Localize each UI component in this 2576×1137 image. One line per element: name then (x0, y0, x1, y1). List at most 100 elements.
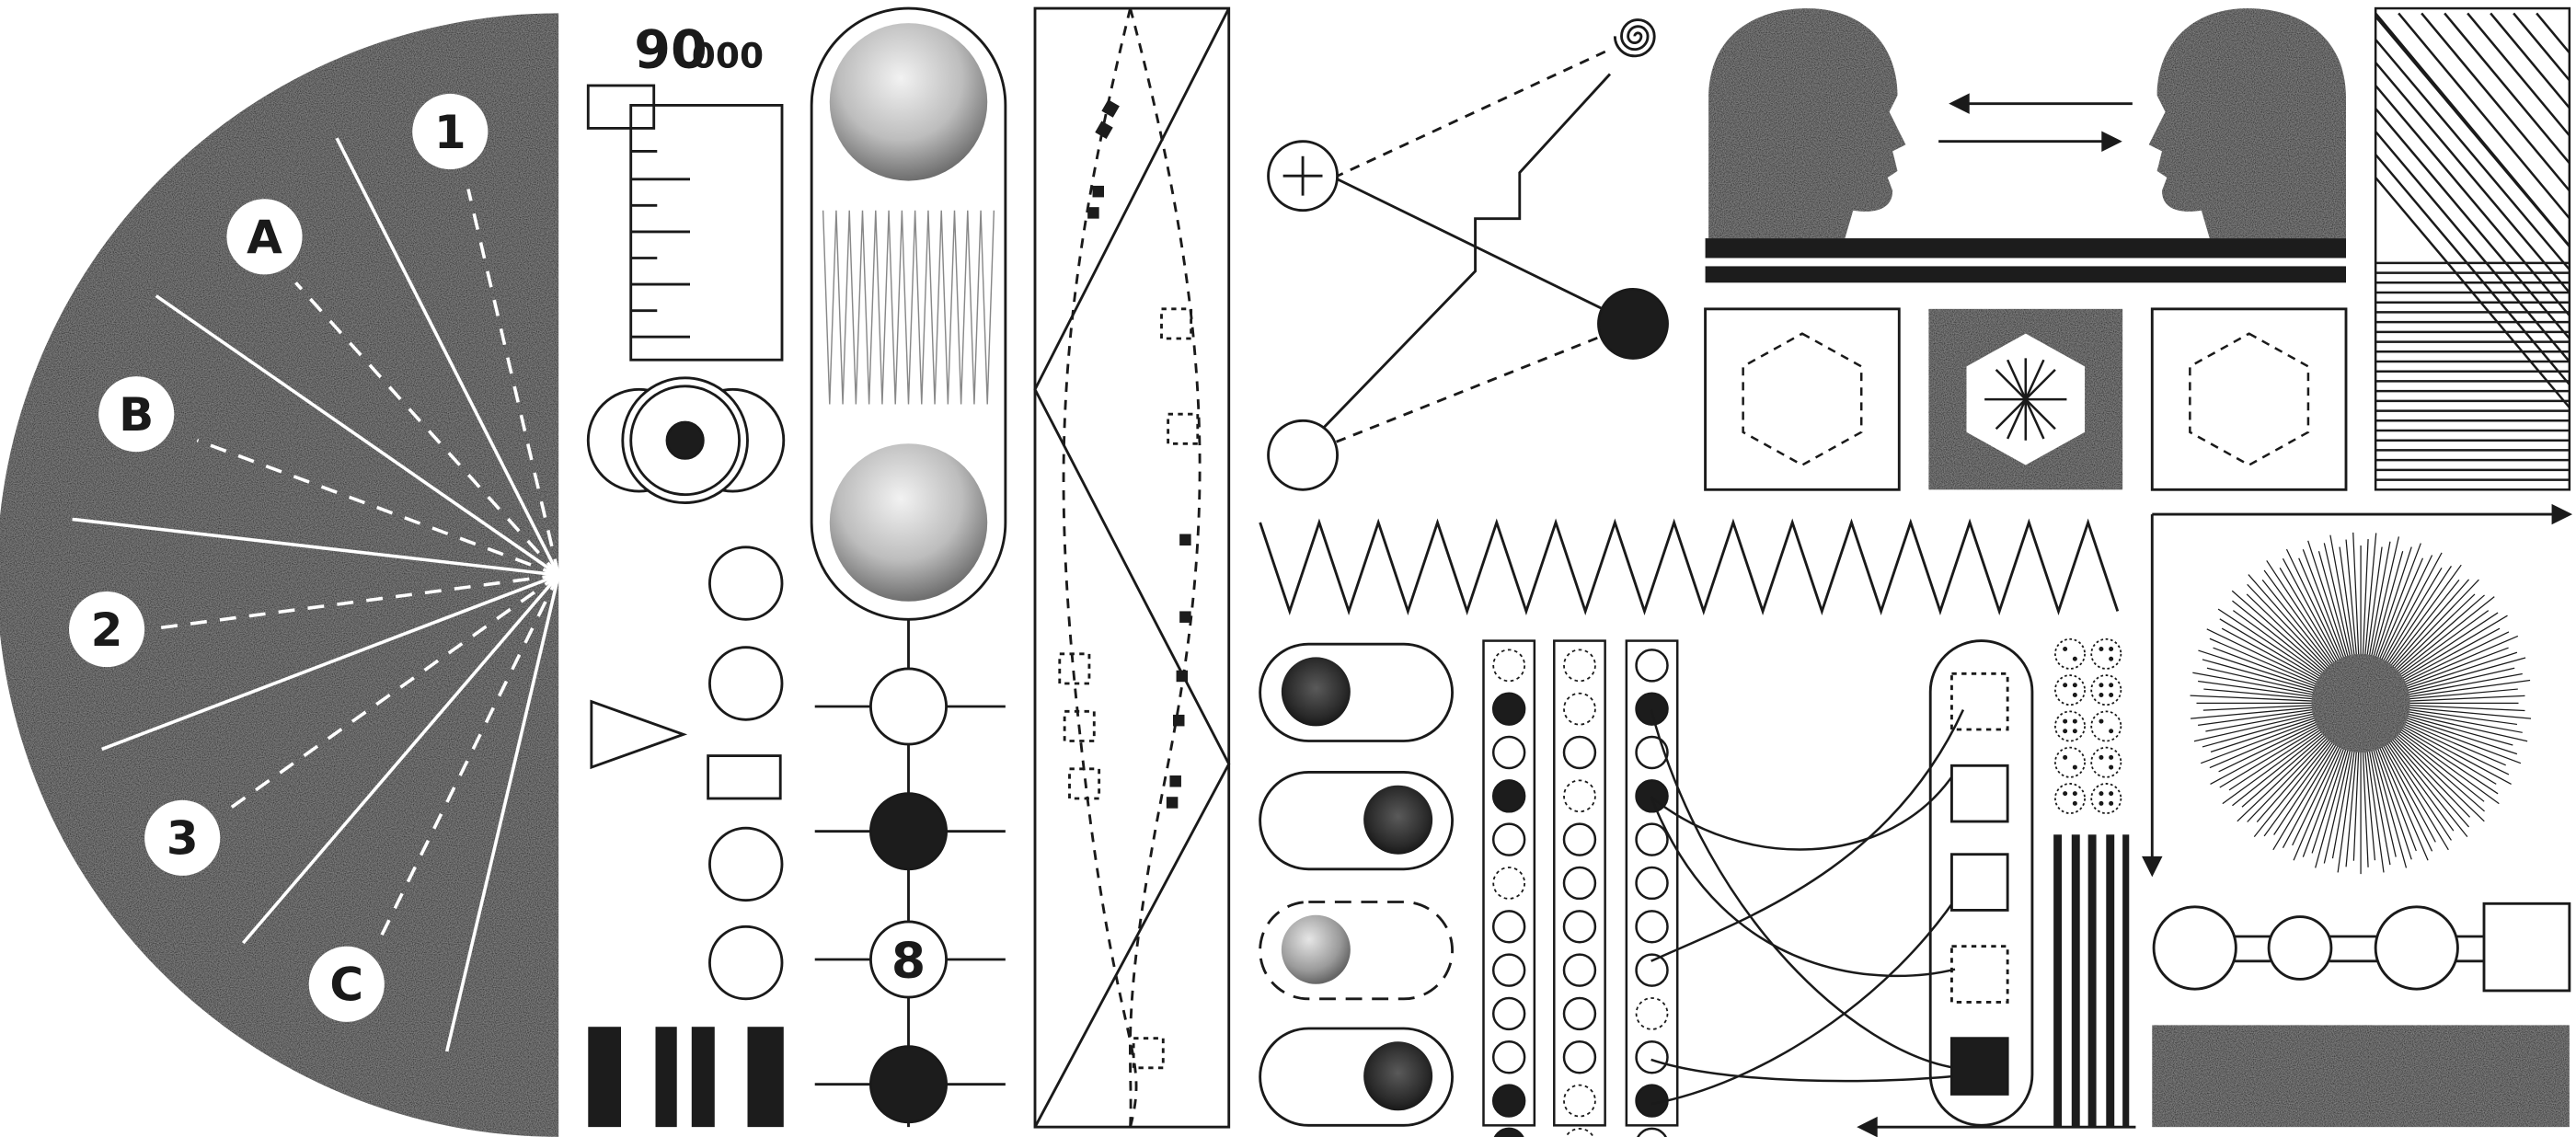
bead (1492, 649, 1526, 683)
die-dot (2109, 754, 2114, 760)
spiral-icon (1613, 18, 1656, 58)
hatch-diagonal (2513, 12, 2570, 82)
bead (1491, 735, 1526, 770)
bead (1635, 822, 1669, 856)
hexagon-tiles (1704, 307, 2348, 491)
die-dot (2109, 791, 2114, 797)
die-face (2090, 637, 2122, 670)
die-dot (2072, 693, 2077, 697)
die-face (2054, 710, 2086, 742)
bead (1491, 910, 1526, 944)
bead (1562, 910, 1597, 944)
fan-label-a: A (226, 199, 303, 275)
measuring-scale (586, 84, 784, 362)
die-dot (2072, 764, 2077, 770)
bead (1635, 649, 1669, 683)
exchange-arrows (1938, 93, 2133, 152)
bead (1491, 996, 1526, 1031)
bead (1562, 735, 1597, 770)
svg-text:000: 000 (692, 35, 764, 75)
bead (1563, 1084, 1596, 1118)
bead (1635, 997, 1669, 1030)
fan-label-2: 2 (69, 591, 145, 668)
head-right-icon (2148, 8, 2346, 239)
fan-label-b: B (98, 376, 175, 453)
hatch-diagonal (2375, 154, 2570, 385)
triangle-pointer (590, 699, 688, 770)
die-dot (2063, 647, 2068, 651)
hatch-diagonal (2398, 12, 2570, 220)
bead (1491, 822, 1526, 856)
die-dot (2063, 683, 2068, 688)
die-dot (2099, 718, 2104, 724)
bead (1637, 1127, 1667, 1137)
die-dot (2072, 683, 2077, 688)
die-dot (2109, 656, 2114, 661)
fan-dashed-rays (160, 189, 560, 944)
bead (1635, 735, 1669, 770)
die-face (2054, 674, 2086, 706)
die-face (2054, 746, 2086, 778)
die-dot (2072, 800, 2077, 806)
bead (1562, 953, 1597, 987)
hatch-diagonal (2375, 62, 2570, 293)
bead (1635, 692, 1669, 726)
hatch-diagonal (2375, 39, 2570, 270)
hatch-diagonal (2444, 12, 2570, 165)
hatch-diagonal (2421, 12, 2570, 192)
hatch-diagonal (2375, 108, 2570, 339)
die-face (2090, 674, 2122, 706)
hatch-diagonal (2375, 131, 2570, 362)
die-face (2090, 746, 2122, 778)
die-dot (2099, 800, 2104, 806)
die-face (2090, 783, 2122, 814)
half-disc: 1 A B 2 3 C (0, 13, 560, 1137)
bead (1491, 1084, 1526, 1118)
fan-label-1: 1 (412, 93, 489, 170)
connector-curves (1650, 709, 1965, 1106)
die-dot (2109, 683, 2114, 688)
die-dot (2109, 729, 2114, 734)
bead (1562, 996, 1597, 1031)
fan-label-3: 3 (144, 799, 221, 876)
die-dot (2063, 729, 2068, 734)
die-face (2054, 783, 2086, 814)
fan-label-c: C (308, 946, 385, 1022)
hatch-diagonal (2536, 12, 2570, 54)
die-dot (2072, 729, 2077, 734)
die-dot (2099, 754, 2104, 760)
network-diagram (1267, 18, 1669, 491)
bead (1635, 910, 1669, 944)
die-dot (2099, 791, 2104, 797)
bead (1563, 692, 1596, 726)
frame-arrows (1857, 503, 2573, 1137)
die-dot (2109, 800, 2114, 806)
facing-heads (1705, 8, 2346, 283)
svg-text:3: 3 (167, 812, 199, 866)
bead (1562, 1040, 1597, 1074)
bead (1635, 866, 1669, 901)
bead (1491, 953, 1526, 987)
zigzag-markers (1087, 99, 1191, 809)
hatched-panel (2374, 6, 2571, 491)
dark-slab (2152, 1025, 2570, 1128)
svg-text:90: 90 (634, 19, 707, 80)
dice-grid (2054, 637, 2122, 814)
head-left-icon (1708, 8, 1906, 239)
toggle-switches (1259, 642, 1454, 1127)
bead (1491, 1040, 1526, 1074)
die-dot (2072, 656, 2077, 661)
long-zigzag (1259, 518, 2120, 615)
zigzag-panel (1033, 6, 1231, 1129)
tall-capsule (1928, 639, 2034, 1127)
starburst-icon (1984, 358, 2067, 441)
sunburst (2190, 532, 2532, 875)
vertical-stripes (2053, 834, 2130, 1128)
die-dot (2109, 647, 2114, 651)
hatch-diagonal (2467, 12, 2570, 137)
svg-text:A: A (247, 211, 282, 264)
bead-columns (1482, 639, 1679, 1137)
node-label: 8 (891, 932, 926, 990)
svg-text:2: 2 (91, 603, 123, 657)
